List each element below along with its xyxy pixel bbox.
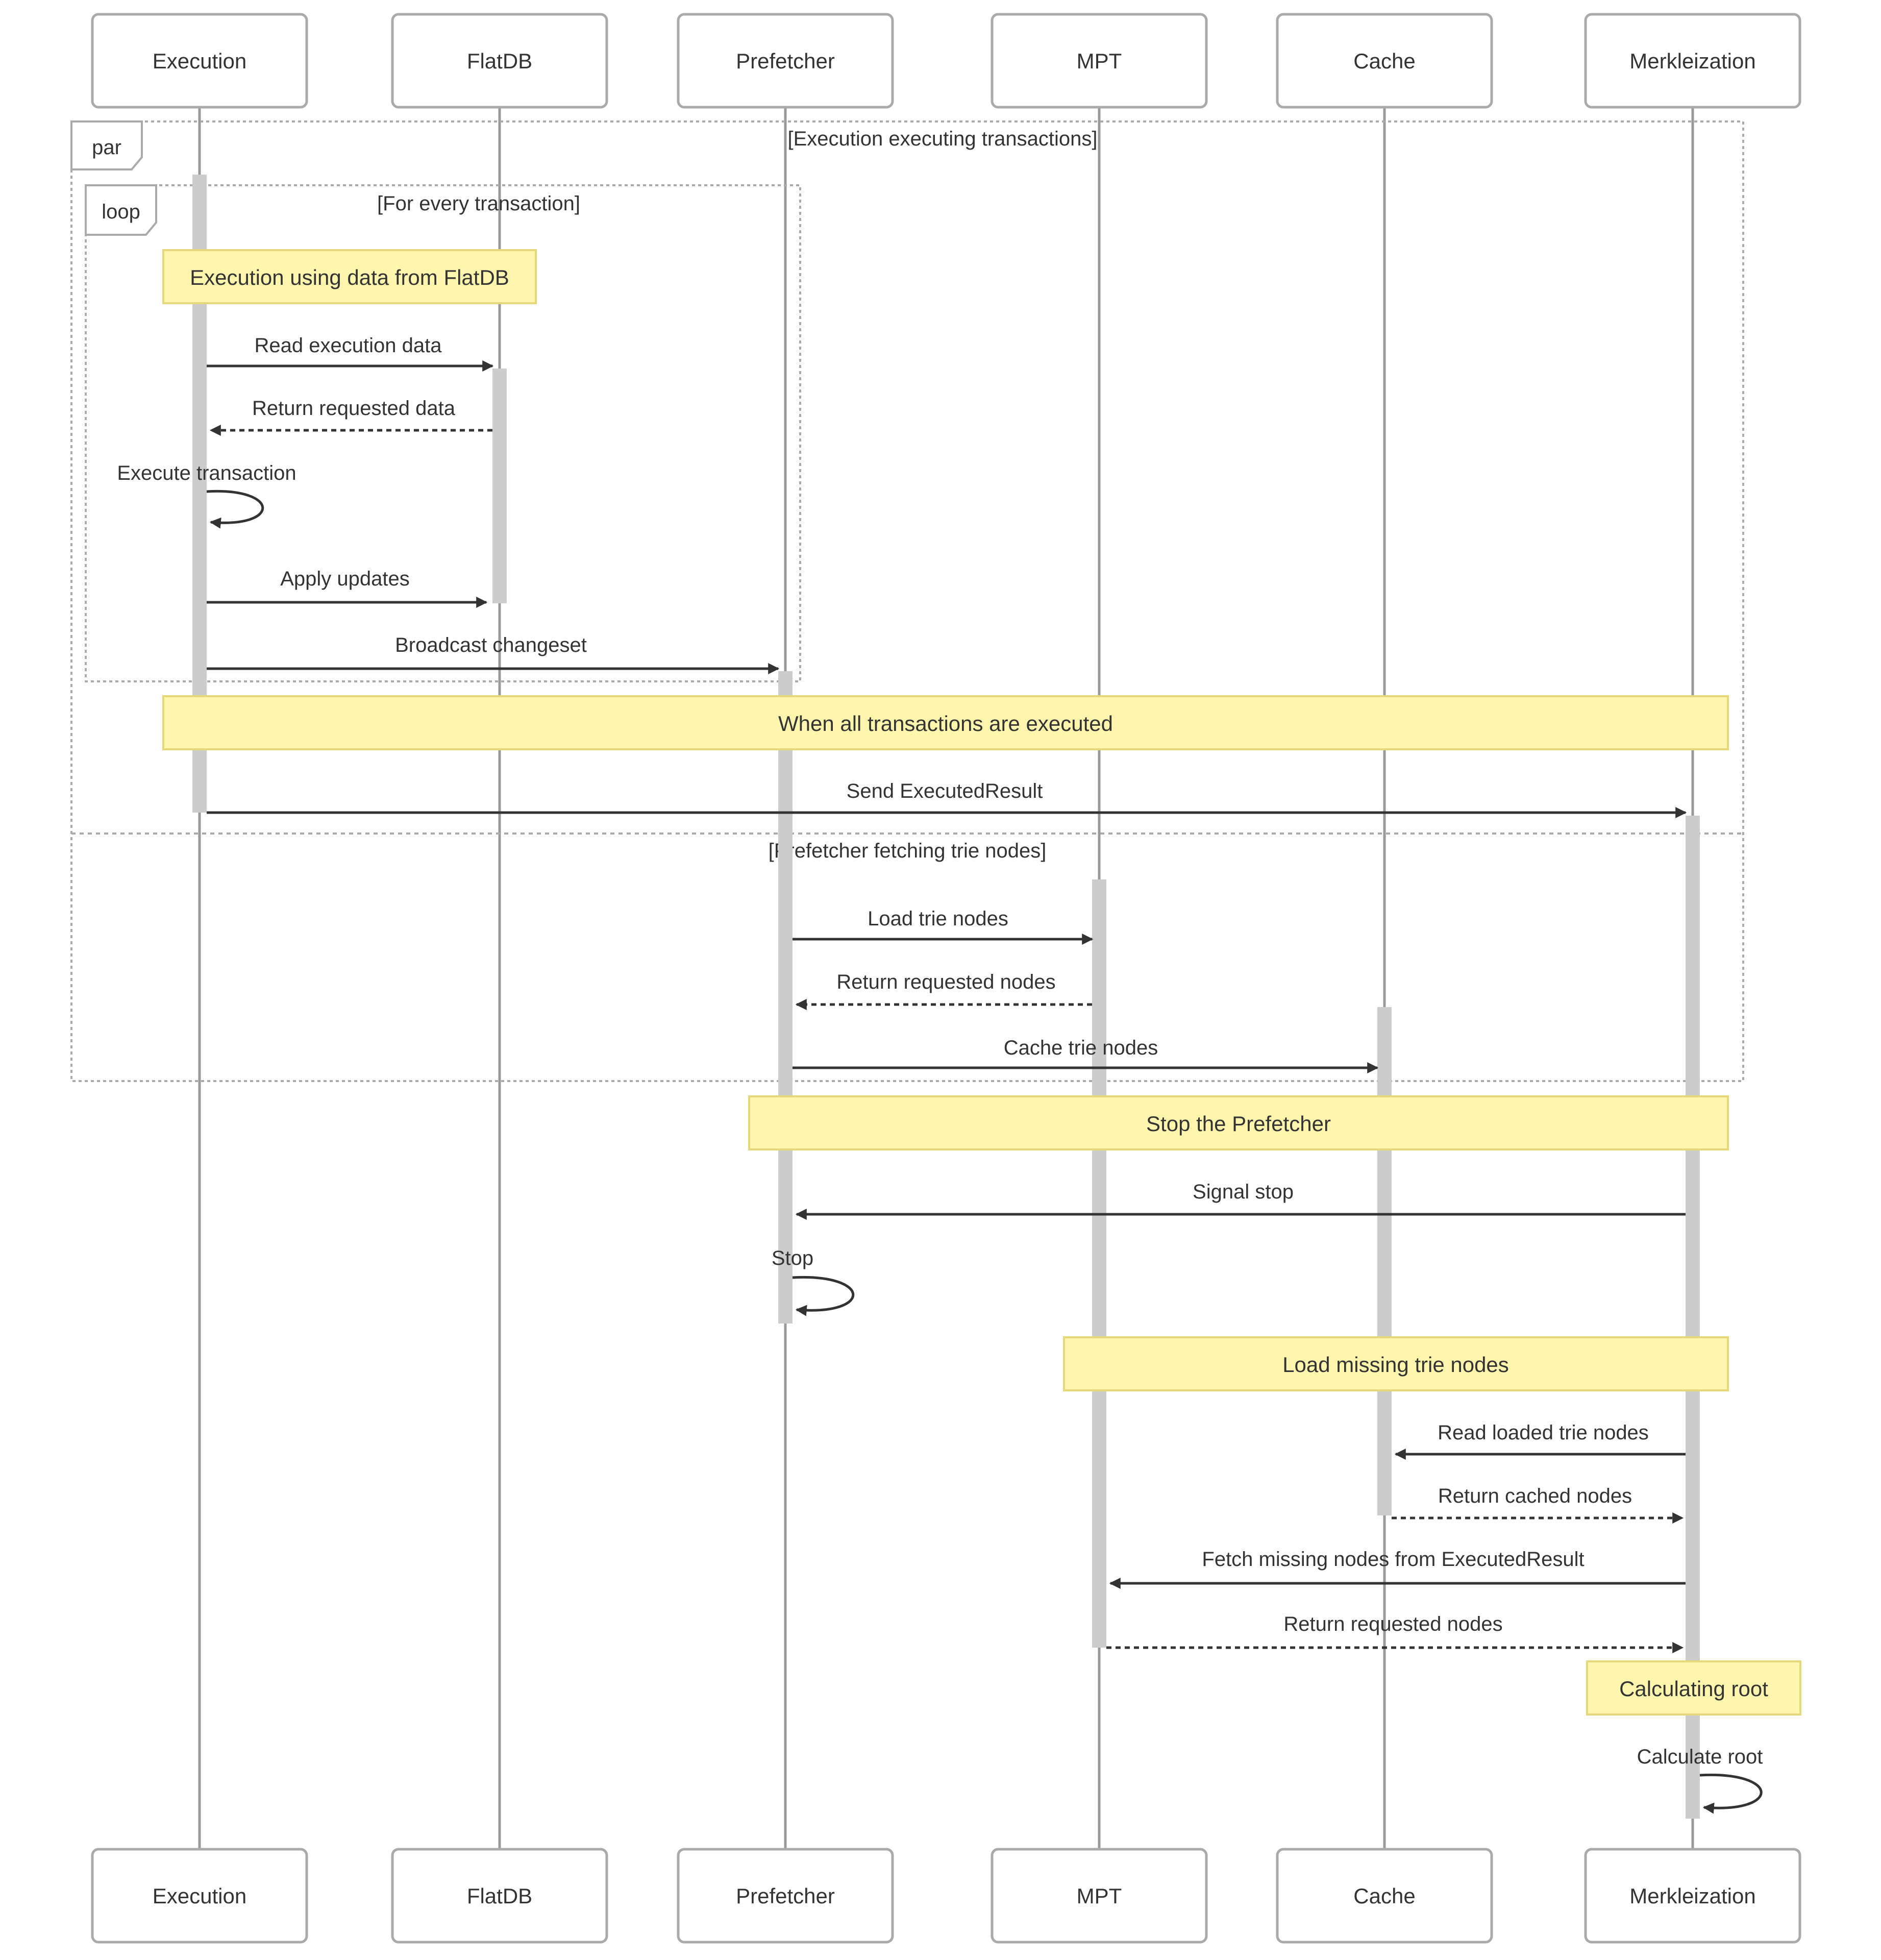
note-stop-prefetcher: Stop the Prefetcher: [748, 1095, 1729, 1150]
message-signal-stop: Signal stop: [795, 1181, 1686, 1220]
participant-mpt-bottom: MPT: [991, 1848, 1208, 1944]
participant-prefetcher-top: Prefetcher: [677, 13, 894, 109]
message-stop: Stop: [772, 1247, 855, 1316]
message-execute-transaction: Execute transaction: [117, 462, 296, 529]
message-label: Return requested nodes: [836, 971, 1055, 993]
loop-keyword: loop: [102, 201, 140, 223]
note-text: Load missing trie nodes: [1282, 1353, 1509, 1377]
loop-section-label: [For every transaction]: [377, 192, 580, 215]
message-calculate-root: Calculate root: [1637, 1746, 1763, 1814]
activation-prefetcher: [778, 671, 793, 1324]
message-apply-updates: Apply updates: [207, 568, 488, 608]
message-read-loaded-trie-nodes: Read loaded trie nodes: [1394, 1422, 1686, 1460]
message-label: Broadcast changeset: [395, 634, 587, 656]
message-label: Send ExecutedResult: [847, 780, 1043, 802]
participant-flatdb-bottom: FlatDB: [391, 1848, 608, 1944]
activation-merkleization: [1686, 816, 1700, 1819]
message-return-cached-nodes: Return cached nodes: [1392, 1485, 1684, 1524]
note-text: Stop the Prefetcher: [1146, 1112, 1331, 1136]
message-return-requested-nodes-to-prefetcher: Return requested nodes: [795, 971, 1092, 1010]
message-label: Execute transaction: [117, 462, 296, 484]
message-cache-trie-nodes: Cache trie nodes: [793, 1037, 1379, 1073]
participant-label: Prefetcher: [736, 49, 835, 73]
activation-mpt: [1092, 879, 1106, 1648]
participant-merkleization-bottom: Merkleization: [1584, 1848, 1801, 1944]
message-label: Load trie nodes: [868, 908, 1008, 930]
participant-label: MPT: [1077, 49, 1122, 73]
participant-label: FlatDB: [467, 1884, 532, 1908]
message-label: Fetch missing nodes from ExecutedResult: [1202, 1548, 1584, 1571]
message-load-trie-nodes: Load trie nodes: [793, 908, 1094, 945]
message-return-requested-data: Return requested data: [209, 397, 492, 436]
activation-cache: [1377, 1007, 1392, 1515]
message-label: Cache trie nodes: [1004, 1037, 1158, 1059]
participant-prefetcher-bottom: Prefetcher: [677, 1848, 894, 1944]
participant-cache-bottom: Cache: [1276, 1848, 1493, 1944]
note-text: Execution using data from FlatDB: [190, 265, 509, 289]
par-keyword: par: [92, 136, 121, 159]
participant-label: Merkleization: [1629, 49, 1755, 73]
participant-execution-bottom: Execution: [91, 1848, 308, 1944]
note-text: Calculating root: [1619, 1677, 1768, 1701]
note-text: When all transactions are executed: [778, 712, 1113, 736]
participant-mpt-top: MPT: [991, 13, 1208, 109]
message-label: Stop: [772, 1247, 813, 1269]
message-fetch-missing-nodes: Fetch missing nodes from ExecutedResult: [1109, 1548, 1686, 1589]
par-section-2-label: [Prefetcher fetching trie nodes]: [769, 840, 1047, 862]
note-execution-using-flatdb: Execution using data from FlatDB: [162, 249, 537, 304]
note-all-transactions-executed: When all transactions are executed: [162, 695, 1729, 750]
message-send-executedresult: Send ExecutedResult: [207, 780, 1687, 818]
participant-merkleization-top: Merkleization: [1584, 13, 1801, 109]
par-fragment: par [Execution executing transactions] […: [70, 120, 1744, 1082]
participant-label: Cache: [1353, 49, 1415, 73]
note-calculating-root: Calculating root: [1586, 1660, 1801, 1716]
par-section-1-label: [Execution executing transactions]: [787, 128, 1097, 150]
note-load-missing-trie-nodes: Load missing trie nodes: [1063, 1336, 1729, 1391]
message-label: Read execution data: [255, 334, 442, 357]
participant-label: Execution: [153, 1884, 246, 1908]
message-label: Return requested nodes: [1283, 1613, 1502, 1635]
message-label: Calculate root: [1637, 1746, 1763, 1768]
participant-cache-top: Cache: [1276, 13, 1493, 109]
participant-label: Execution: [153, 49, 246, 73]
participant-label: Cache: [1353, 1884, 1415, 1908]
loop-fragment: loop [For every transaction]: [85, 184, 801, 682]
message-read-execution-data: Read execution data: [207, 334, 494, 372]
message-label: Read loaded trie nodes: [1438, 1422, 1649, 1444]
message-label: Return cached nodes: [1438, 1485, 1632, 1507]
message-label: Signal stop: [1193, 1181, 1294, 1203]
participant-label: FlatDB: [467, 49, 532, 73]
participant-label: Merkleization: [1629, 1884, 1755, 1908]
participant-flatdb-top: FlatDB: [391, 13, 608, 109]
participant-execution-top: Execution: [91, 13, 308, 109]
activation-flatdb: [492, 369, 507, 603]
participant-label: MPT: [1077, 1884, 1122, 1908]
message-label: Return requested data: [252, 397, 456, 420]
message-return-requested-nodes-to-merkleization: Return requested nodes: [1106, 1613, 1684, 1653]
message-label: Apply updates: [280, 568, 410, 590]
participant-label: Prefetcher: [736, 1884, 835, 1908]
message-broadcast-changeset: Broadcast changeset: [207, 634, 780, 674]
